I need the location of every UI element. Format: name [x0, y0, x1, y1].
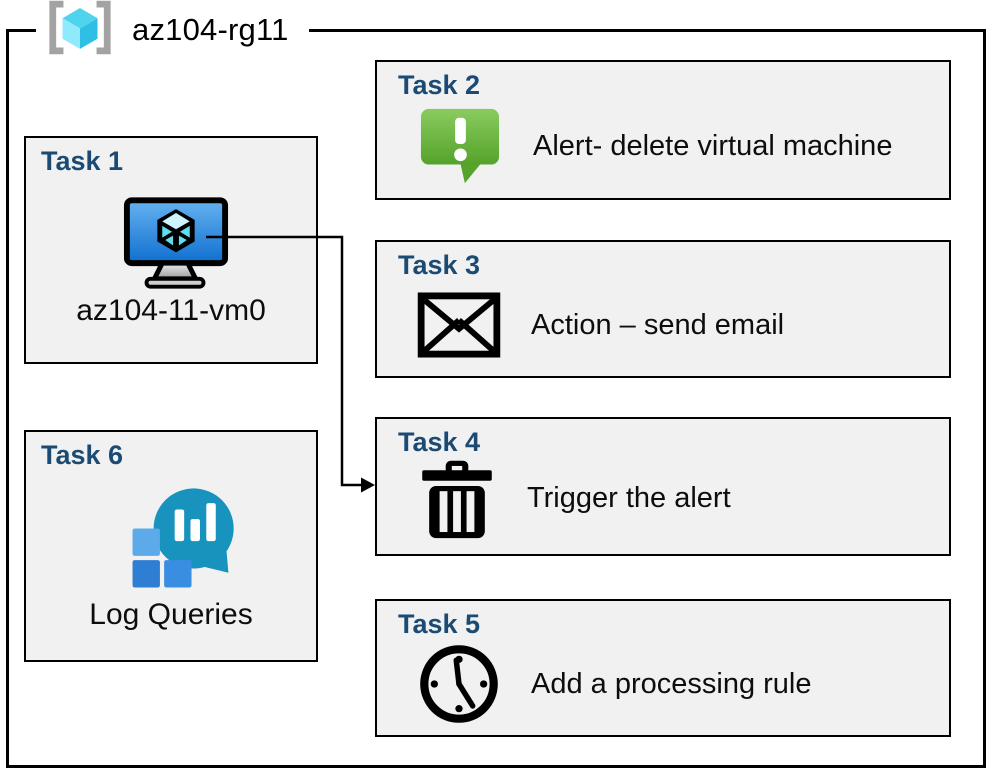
task5-label: Add a processing rule	[531, 667, 812, 700]
resource-group-icon	[44, 0, 116, 61]
task5-title: Task 5	[398, 609, 481, 639]
task2-title: Task 2	[398, 70, 481, 100]
task6-title: Task 6	[41, 440, 124, 470]
email-envelope-icon	[417, 292, 501, 358]
task4-box: Task 4 Trigger the alert	[375, 417, 951, 556]
resource-group-frame	[6, 29, 986, 768]
task5-box: Task 5 Add a processing rule	[375, 599, 951, 737]
task4-label: Trigger the alert	[527, 482, 731, 514]
task6-label: Log Queries	[89, 598, 253, 631]
task1-box: Task 1	[24, 136, 318, 364]
resource-group-header: az104-rg11	[36, 0, 309, 60]
task6-box: Task 6 Log Queries	[24, 430, 318, 662]
task3-box: Task 3 Action – send email	[375, 240, 951, 378]
clock-icon	[417, 642, 501, 726]
task3-title: Task 3	[398, 250, 481, 280]
resource-group-title: az104-rg11	[132, 12, 289, 47]
task2-label: Alert- delete virtual machine	[533, 129, 893, 162]
task3-label: Action – send email	[531, 308, 785, 341]
task2-box: Task 2 Alert- delete virtual machine	[375, 60, 951, 200]
log-analytics-icon	[122, 480, 240, 598]
alert-message-icon	[417, 105, 503, 187]
task1-title: Task 1	[41, 146, 124, 176]
task1-label: az104-11-vm0	[76, 294, 266, 327]
virtual-machine-icon	[122, 196, 230, 290]
task4-title: Task 4	[398, 427, 481, 457]
trash-icon	[417, 453, 497, 545]
